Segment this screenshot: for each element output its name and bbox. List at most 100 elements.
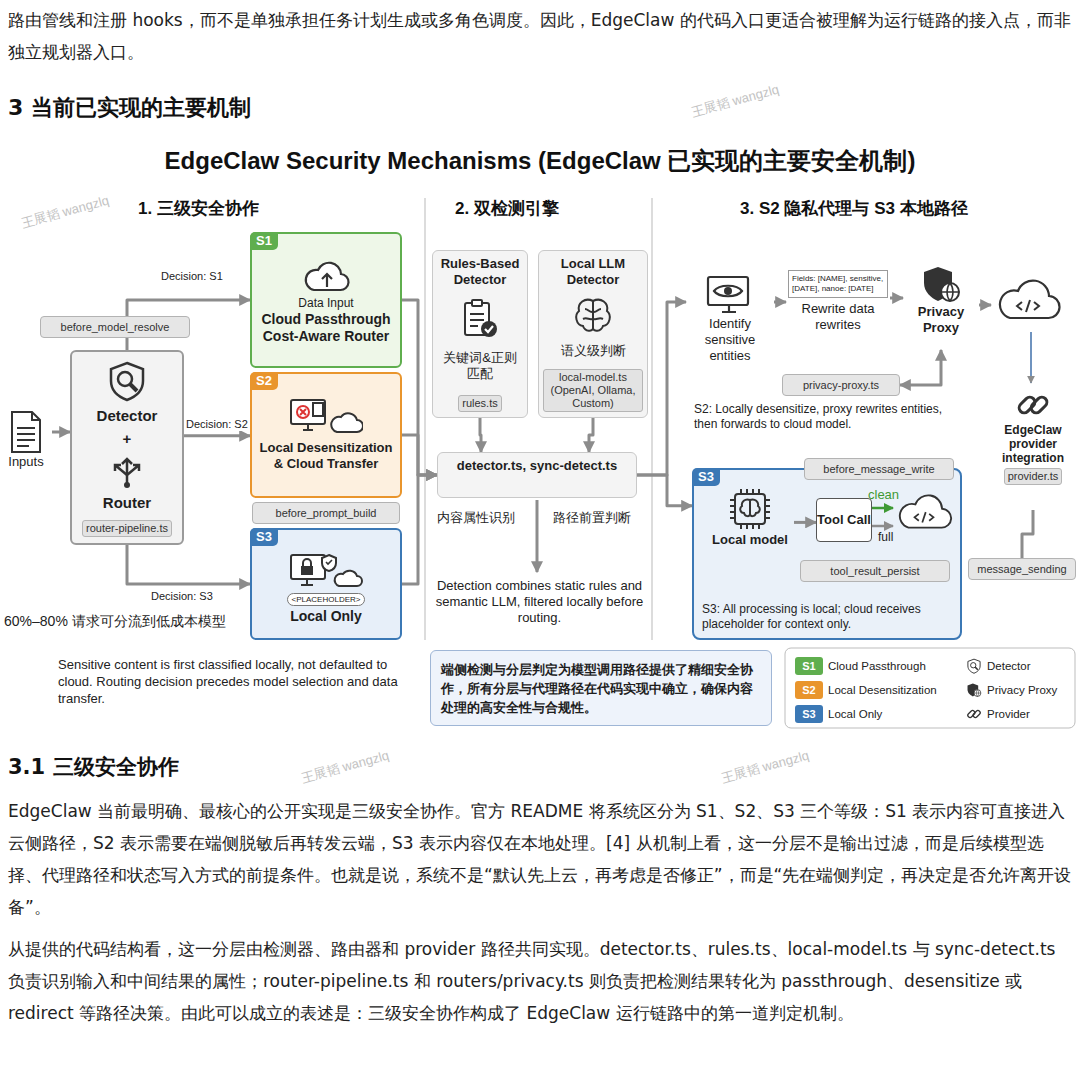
node-text: S3 <box>250 528 278 546</box>
connector <box>637 475 692 506</box>
node-text: Rewrite data rewrites <box>788 301 888 333</box>
annotation: S2: Locally desensitize, proxy rewrites … <box>694 402 959 432</box>
tier-box: S1Data InputCloud PassthroughCost-Aware … <box>250 232 402 368</box>
hook-tag: tool_result_persist <box>800 560 950 582</box>
connector <box>794 521 816 524</box>
node-text: <PLACEHOLDER> <box>287 593 366 606</box>
legend-code: S2 <box>795 681 823 699</box>
annotation: 路径前置判断 <box>553 510 631 526</box>
node-text: Inputs <box>8 454 43 470</box>
legend-frame <box>785 648 1075 728</box>
flow-label: full <box>878 530 893 545</box>
node-text: Privacy Proxy <box>905 304 977 336</box>
node-text: S1 <box>250 232 278 250</box>
divider-line <box>424 198 426 640</box>
watermark: 王展韬 wangzlq <box>719 747 811 788</box>
connector <box>402 435 437 475</box>
icon <box>966 706 982 722</box>
connector <box>127 545 250 584</box>
connector <box>900 350 941 385</box>
node-text: 关键词&正则匹配 <box>437 350 523 382</box>
legend-code: S1 <box>795 657 823 675</box>
node-text: Local Only <box>290 608 362 625</box>
icon <box>704 274 756 316</box>
node-text: Cost-Aware Router <box>263 328 390 345</box>
diagram-title: EdgeClaw Security Mechanisms (EdgeClaw 已… <box>0 146 1080 176</box>
step-node: Identify sensitive entities <box>686 272 774 372</box>
cloud-icon <box>1000 281 1060 318</box>
module-box: detector.ts, sync-detect.ts <box>437 452 637 498</box>
icon <box>460 298 500 340</box>
node-text: detector.ts, sync-detect.ts <box>457 458 617 474</box>
icon <box>920 264 962 304</box>
detector-card: Rules-Based Detector关键词&正则匹配rules.ts <box>432 250 528 418</box>
section-heading: 3 当前已实现的主要机制 <box>8 93 251 123</box>
node-text: message_sending <box>977 559 1066 579</box>
edge-label: Decision: S1 <box>160 270 224 283</box>
flow-label: clean <box>868 487 899 503</box>
panel-heading: 2. 双检测引擎 <box>455 198 559 220</box>
connector <box>402 475 437 584</box>
node-text: before_prompt_build <box>276 503 377 523</box>
icon <box>106 360 148 402</box>
file-tag: privacy-proxy.ts <box>782 374 900 396</box>
legend-code: S3 <box>795 705 823 723</box>
node-text: provider.ts <box>1004 468 1063 485</box>
legend-item: Local Desensitization <box>795 681 937 699</box>
icon <box>289 396 363 440</box>
detector-card: Local LLM Detector语义级判断local-model.ts (O… <box>538 250 648 418</box>
rewrite-node: Fields: [NAME], sensitive, [DATE], nanoe… <box>786 268 890 368</box>
icon <box>289 552 363 592</box>
node-text: Tool Call <box>817 512 871 528</box>
provider-node: EdgeClaw provider integrationprovider.ts <box>990 385 1076 510</box>
node-text: Identify sensitive entities <box>688 316 772 364</box>
legend-item: Privacy Proxy <box>966 681 1057 699</box>
node-text: Data Input <box>298 296 353 311</box>
legend-text: Cloud Passthrough <box>828 657 926 675</box>
connector <box>480 418 481 452</box>
flow-arrow <box>536 500 539 572</box>
divider-line <box>651 198 653 640</box>
node-text: before_model_resolve <box>61 317 170 337</box>
node-text: rules.ts <box>458 395 501 412</box>
connector <box>890 297 903 300</box>
hook-tag: before_model_resolve <box>40 316 190 338</box>
flow-arrow <box>872 525 893 528</box>
input-node: Inputs <box>0 408 52 488</box>
node-text: router-pipeline.ts <box>82 520 172 537</box>
icon <box>9 410 43 454</box>
legend-item: Detector <box>966 657 1030 675</box>
node-text: before_message_write <box>823 459 934 479</box>
watermark: 王展韬 wangzlq <box>19 192 111 233</box>
legend-text: Local Only <box>828 705 882 723</box>
edge-label: Decision: S3 <box>150 590 214 603</box>
node-text: S3 <box>692 468 720 486</box>
node-text: + <box>123 430 132 448</box>
panel-heading: 1. 三级安全协作 <box>138 198 259 220</box>
watermark: 王展韬 wangzlq <box>689 81 781 122</box>
legend-text: Provider <box>987 705 1030 723</box>
watermark: 王展韬 wangzlq <box>299 747 391 788</box>
panel-heading: 3. S2 隐私代理与 S3 本地路径 <box>740 198 968 220</box>
stat-note: 60%–80% 请求可分流到低成本模型 <box>4 612 226 630</box>
section-heading: 3.1 三级安全协作 <box>8 752 179 782</box>
hook-tag: before_message_write <box>804 458 954 480</box>
node-text: Router <box>103 494 151 512</box>
paragraph: 从提供的代码结构看，这一分层由检测器、路由器和 provider 路径共同实现。… <box>8 933 1074 1029</box>
flow-arrow <box>1030 332 1032 383</box>
legend-text: Detector <box>987 657 1030 675</box>
paragraph: EdgeClaw 当前最明确、最核心的公开实现是三级安全协作。官方 README… <box>8 795 1074 923</box>
tier-box: S2Local Desensitization & Cloud Transfer <box>250 372 402 498</box>
router-box: Detector+Routerrouter-pipeline.ts <box>70 350 184 545</box>
tier-box: S3 <PLACEHOLDER> Local Only <box>250 528 402 640</box>
icon <box>571 295 615 335</box>
legend-text: Local Desensitization <box>828 681 937 699</box>
connector <box>52 431 70 434</box>
annotation: Detection combines static rules and sema… <box>432 578 647 626</box>
node-text: Local LLM Detector <box>543 256 643 288</box>
annotation: 内容属性识别 <box>437 510 515 526</box>
hook-tag: before_prompt_build <box>252 502 400 524</box>
icon <box>966 658 982 674</box>
node-text: Local Desensitization & Cloud Transfer <box>256 440 396 472</box>
